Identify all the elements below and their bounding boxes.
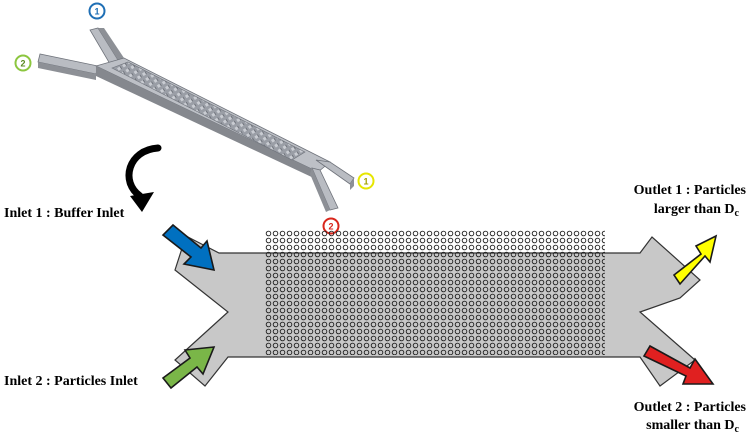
channel-2d-view: [174, 230, 701, 387]
outlet1-subscript: c: [735, 208, 740, 219]
pillar-array: [265, 230, 605, 355]
outlet1-label-line2: larger than Dc: [654, 202, 740, 219]
marker-circle-green: [14, 54, 32, 72]
marker-label: 2: [20, 59, 25, 69]
marker-top-inlet: 1: [88, 2, 106, 20]
curved-arrow-icon: [125, 144, 162, 212]
marker-label: 2: [328, 222, 333, 232]
inlet2-label: Inlet 2 : Particles Inlet: [4, 374, 138, 389]
arrow-inlet1: [161, 223, 216, 272]
device-3d-view: [37, 27, 355, 212]
outlet2-text: smaller than D: [646, 418, 734, 433]
outlet2-subscript: c: [735, 424, 740, 435]
arrow-outlet1: [672, 234, 718, 286]
outlet1-label-line1: Outlet 1 : Particles: [634, 183, 747, 198]
outlet2-label-line1: Outlet 2 : Particles: [634, 400, 747, 415]
outlet2-label-line2: smaller than Dc: [646, 418, 739, 435]
arrow-outlet2: [642, 344, 715, 385]
inlet1-label: Inlet 1 : Buffer Inlet: [4, 206, 125, 221]
marker-label: 1: [94, 7, 99, 17]
marker-left-inlet: 2: [14, 54, 32, 72]
marker-circle-yellow: [357, 172, 375, 190]
marker-label: 1: [363, 177, 368, 187]
outlet1-text: larger than D: [654, 202, 735, 217]
marker-circle-blue: [88, 2, 106, 20]
arrow-inlet2: [161, 346, 216, 390]
marker-right-outlet: 1: [357, 172, 375, 190]
